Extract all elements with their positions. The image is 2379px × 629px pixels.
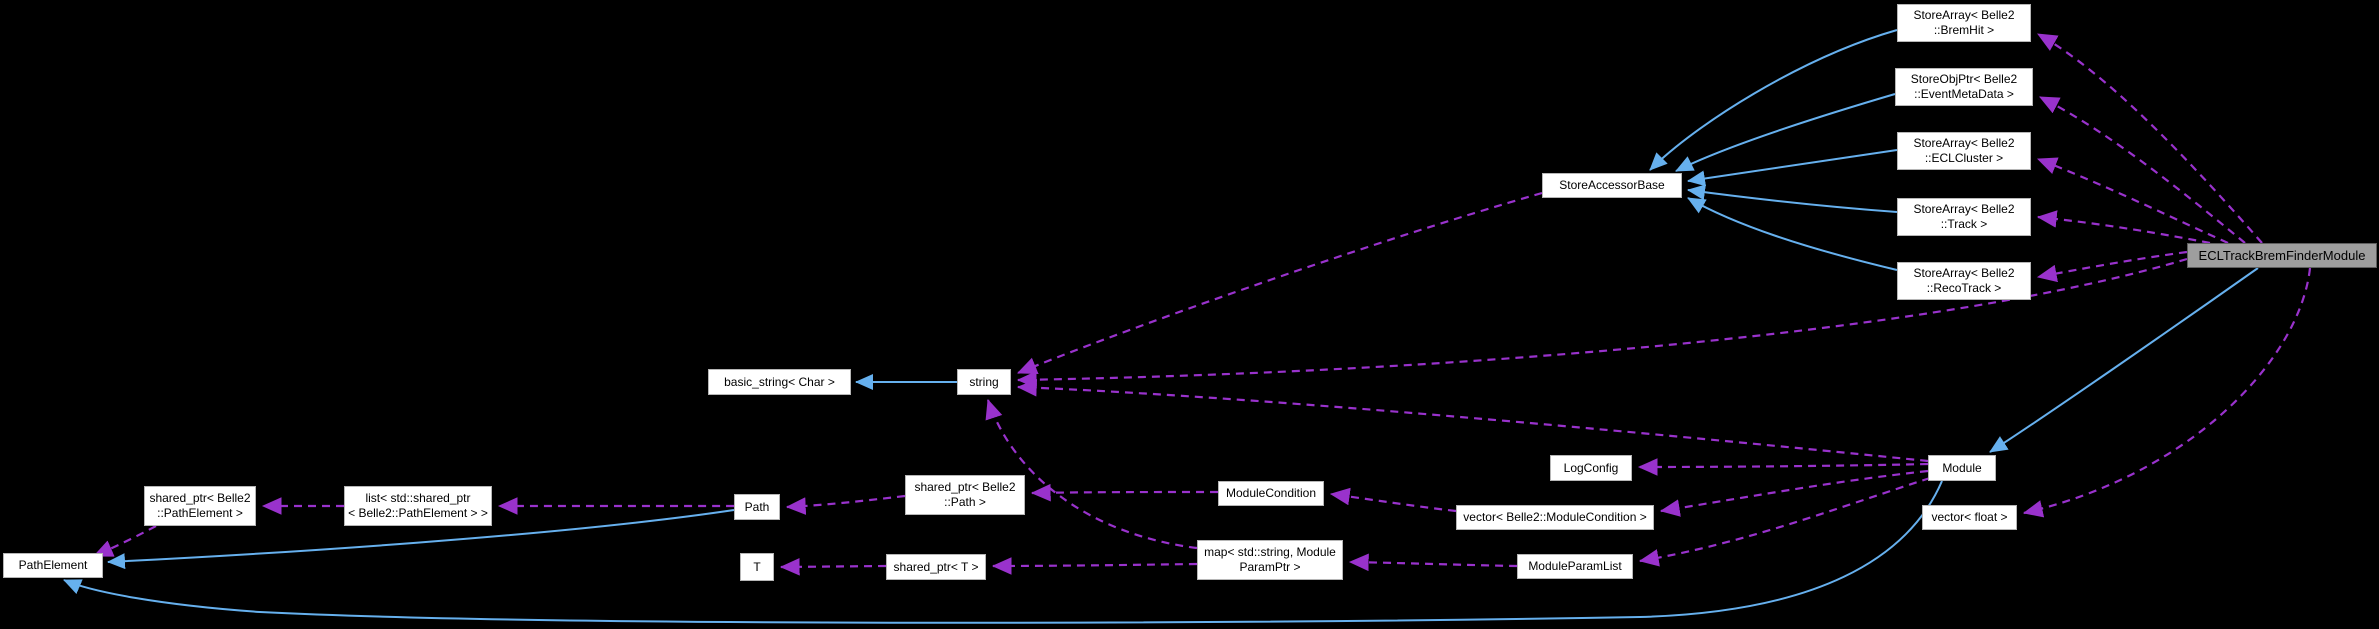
- edge-ecltrackbremfindermodule-to-module: [1989, 267, 2259, 453]
- node-module[interactable]: Module: [1928, 455, 1996, 481]
- edge-path-to-pathelement: [107, 509, 735, 570]
- edge-ecltrackbremfindermodule-to-string: [1016, 257, 2188, 389]
- edge-ecltrackbremfindermodule-to-track: [2036, 210, 2211, 245]
- node-map-string-moduleparamptr: map< std::string, Module ParamPtr >: [1197, 540, 1343, 580]
- node-basic-string-char: basic_string< Char >: [708, 369, 851, 395]
- node-storearray-bremhit[interactable]: StoreArray< Belle2 ::BremHit >: [1897, 4, 2031, 42]
- node-storearray-recotrack[interactable]: StoreArray< Belle2 ::RecoTrack >: [1897, 262, 2031, 300]
- edge-ecltrackbremfindermodule-to-eventmetadata: [2039, 96, 2246, 244]
- node-modulecondition[interactable]: ModuleCondition: [1218, 481, 1324, 506]
- node-string: string: [957, 369, 1011, 395]
- edge-map-to-string: [985, 398, 1198, 550]
- node-vector-float: vector< float >: [1922, 505, 2017, 530]
- edge-modulecondition-to-shared-ptr-path: [1030, 483, 1219, 502]
- edge-module-to-vector-modulecondition: [1659, 469, 1929, 517]
- edge-map-to-shared-ptr-t: [991, 557, 1198, 575]
- edge-module-to-string: [1016, 378, 1929, 463]
- node-ecltrackbremfindermodule: ECLTrackBremFinderModule: [2187, 243, 2377, 268]
- edge-shared-ptr-path-to-path: [785, 494, 906, 515]
- node-moduleparamlist[interactable]: ModuleParamList: [1517, 554, 1633, 579]
- node-storeobjptr-eventmetadata[interactable]: StoreObjPtr< Belle2 ::EventMetaData >: [1895, 68, 2033, 106]
- node-vector-modulecondition: vector< Belle2::ModuleCondition >: [1456, 505, 1654, 530]
- node-path[interactable]: Path: [734, 494, 780, 520]
- edge-shared-ptr-pathelement-to-pathelement: [92, 525, 157, 558]
- edge-bremhit-to-storeaccessorbase: [1649, 29, 1898, 171]
- edge-storeaccessorbase-to-string: [1016, 191, 1543, 375]
- node-shared-ptr-belle2-pathelement: shared_ptr< Belle2 ::PathElement >: [144, 486, 256, 526]
- edge-moduleparamlist-to-map: [1348, 553, 1518, 572]
- node-storeaccessorbase[interactable]: StoreAccessorBase: [1542, 173, 1682, 198]
- edge-ecltrackbremfindermodule-to-recotrack: [2036, 250, 2188, 283]
- edge-vector-modulecondition-to-modulecondition: [1329, 487, 1457, 513]
- edge-module-to-logconfig: [1637, 458, 1929, 476]
- node-list-shared-ptr-pathelement: list< std::shared_ptr < Belle2::PathElem…: [344, 486, 492, 526]
- edge-recotrack-to-storeaccessorbase: [1687, 197, 1898, 271]
- node-pathelement[interactable]: PathElement: [3, 553, 103, 578]
- node-storearray-eclcluster[interactable]: StoreArray< Belle2 ::ECLCluster >: [1897, 132, 2031, 170]
- edge-module-to-pathelement: [63, 480, 1943, 624]
- node-logconfig[interactable]: LogConfig: [1550, 455, 1632, 481]
- edge-track-to-storeaccessorbase: [1687, 184, 1898, 213]
- edge-ecltrackbremfindermodule-to-bremhit: [2037, 33, 2263, 244]
- edge-ecltrackbremfindermodule-to-vector-float: [2022, 267, 2312, 518]
- edge-eclcluster-to-storeaccessorbase: [1687, 149, 1898, 187]
- node-t: T: [740, 553, 774, 581]
- node-shared-ptr-t: shared_ptr< T >: [886, 554, 986, 580]
- node-storearray-track[interactable]: StoreArray< Belle2 ::Track >: [1897, 198, 2031, 236]
- edge-shared-ptr-t-to-t: [779, 558, 887, 576]
- edge-eventmetadata-to-storeaccessorbase: [1675, 93, 1896, 172]
- edge-ecltrackbremfindermodule-to-eclcluster: [2036, 157, 2229, 245]
- node-shared-ptr-belle2-path: shared_ptr< Belle2 ::Path >: [905, 475, 1025, 515]
